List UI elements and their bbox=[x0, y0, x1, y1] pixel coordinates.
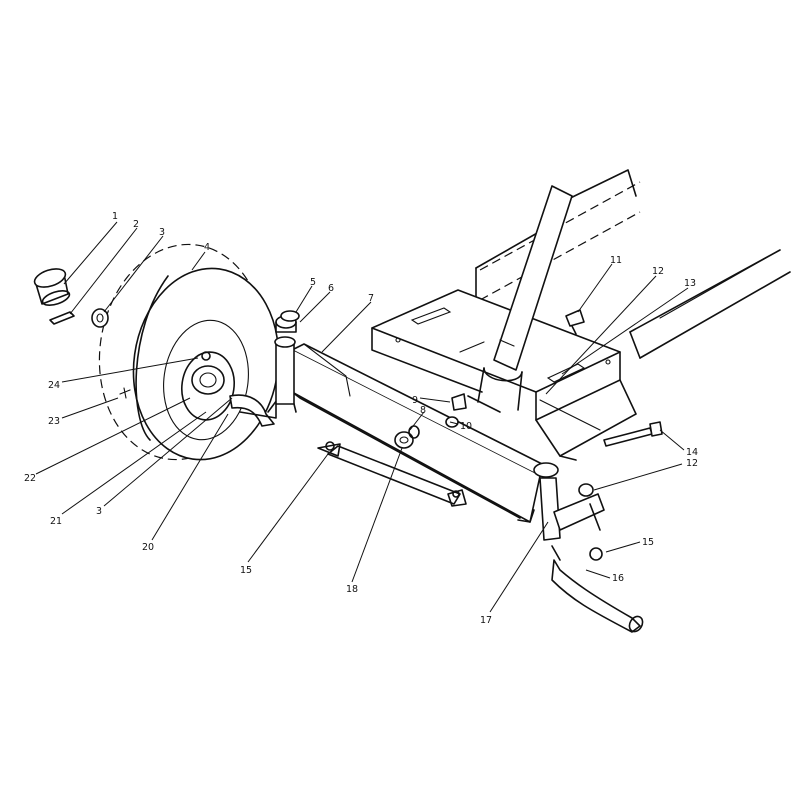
pivot-nut bbox=[394, 431, 414, 449]
cotter-pin bbox=[49, 311, 75, 325]
callout-11: 11 bbox=[610, 255, 622, 266]
callout-3-bottom: 3 bbox=[96, 506, 102, 517]
callout-3-top: 3 bbox=[159, 227, 165, 238]
callout-1: 1 bbox=[112, 211, 118, 222]
pivot-washer bbox=[408, 425, 420, 439]
washer bbox=[91, 308, 109, 328]
callout-7: 7 bbox=[368, 293, 374, 304]
callout-13: 13 bbox=[684, 278, 696, 289]
steering-column bbox=[477, 185, 573, 411]
callout-18: 18 bbox=[346, 584, 358, 595]
callout-10: 10 bbox=[460, 421, 472, 432]
bolt-11 bbox=[565, 309, 585, 335]
callout-12-top: 12 bbox=[652, 266, 664, 277]
callout-17: 17 bbox=[480, 615, 492, 626]
right-spindle bbox=[533, 462, 644, 633]
pivot-bolt bbox=[451, 393, 501, 413]
callout-14: 14 bbox=[686, 447, 698, 458]
callout-21: 21 bbox=[50, 516, 62, 527]
callout-12-bottom: 12 bbox=[686, 458, 698, 469]
left-spindle bbox=[239, 310, 300, 419]
callout-4: 4 bbox=[204, 242, 210, 253]
long-bolt bbox=[603, 421, 663, 447]
callout-5: 5 bbox=[310, 277, 316, 288]
lock-nut bbox=[578, 483, 594, 497]
callout-6: 6 bbox=[328, 283, 334, 294]
callout-2: 2 bbox=[133, 219, 139, 230]
callout-20: 20 bbox=[142, 542, 154, 553]
tie-rod bbox=[317, 441, 467, 507]
bushing bbox=[33, 268, 71, 306]
callout-16: 16 bbox=[612, 573, 624, 584]
callout-labels: 1 2 3 4 5 6 7 8 9 10 11 12 13 14 12 15 1… bbox=[24, 211, 698, 626]
leader-lines bbox=[35, 221, 689, 613]
callout-15-left: 15 bbox=[240, 565, 252, 576]
frame-plate bbox=[371, 289, 637, 461]
callout-8: 8 bbox=[420, 405, 426, 416]
callout-15-right: 15 bbox=[642, 537, 654, 548]
callout-24: 24 bbox=[48, 380, 60, 391]
callout-23: 23 bbox=[48, 416, 60, 427]
callout-22: 22 bbox=[24, 473, 36, 484]
callout-9: 9 bbox=[412, 395, 418, 406]
